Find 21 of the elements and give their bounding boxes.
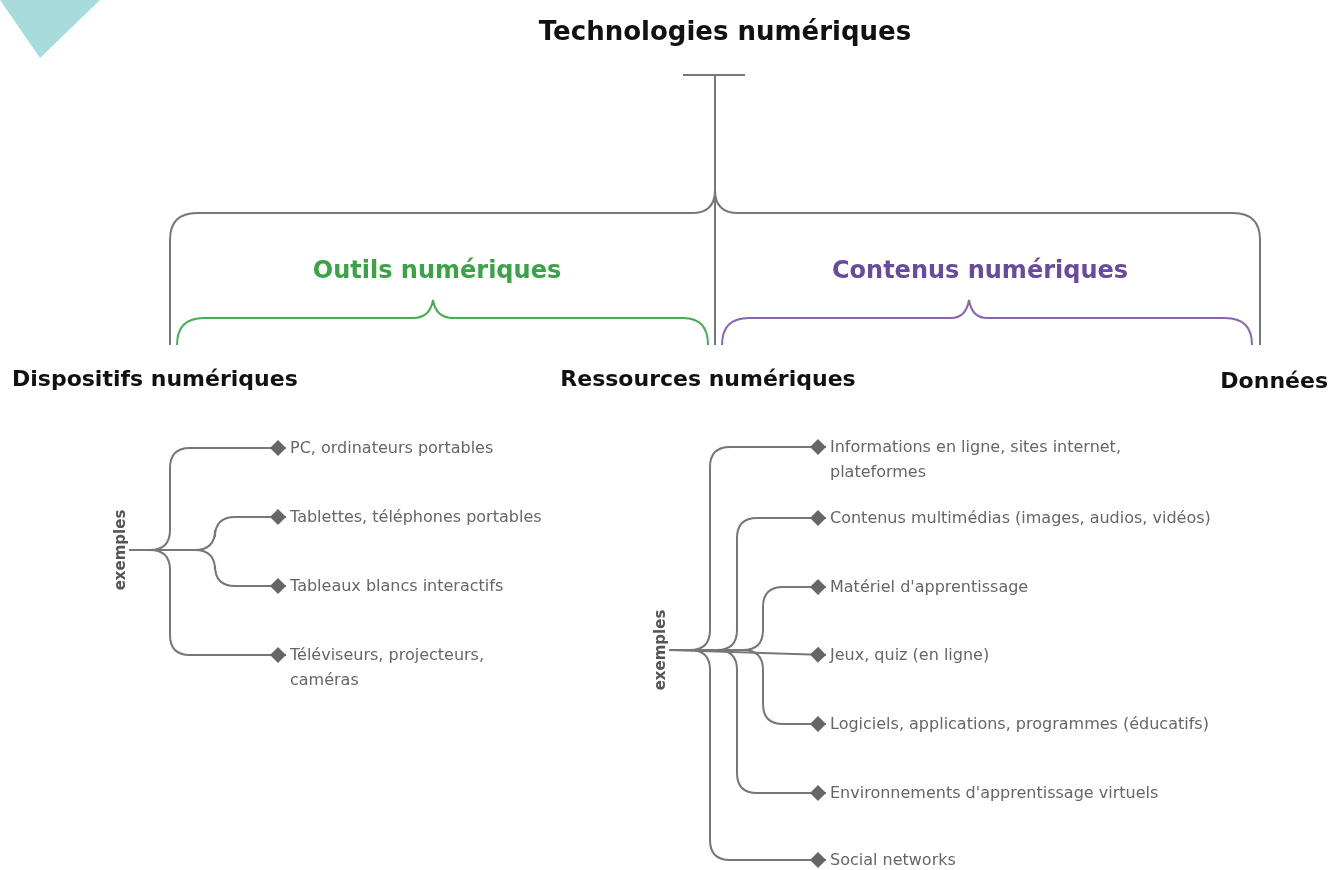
list-item: Informations en ligne, sites internet, plateformes <box>830 435 1220 485</box>
list-item: Tablettes, téléphones portables <box>290 505 630 530</box>
group-heading: Contenus numériques <box>831 256 1129 284</box>
category-heading: Dispositifs numériques <box>12 366 298 391</box>
list-item: Matériel d'apprentissage <box>830 575 1320 600</box>
list-item: Tableaux blancs interactifs <box>290 574 630 599</box>
list-item: Contenus multimédias (images, audios, vidéos) <box>830 506 1320 531</box>
list-item: Social networks <box>830 848 1320 870</box>
branch-label: exemples <box>111 509 129 591</box>
branch-connector <box>128 549 287 663</box>
category-heading: Données <box>1220 368 1328 393</box>
branch-connector <box>668 649 827 868</box>
list-item: PC, ordinateurs portables <box>290 436 630 461</box>
category-heading: Ressources numériques <box>560 366 856 391</box>
list-item: Environnements d'apprentissage virtuels <box>830 781 1320 806</box>
branch-label: exemples <box>651 609 669 691</box>
list-item: Logiciels, applications, programmes (éducatifs) <box>830 712 1320 737</box>
group-heading: Outils numériques <box>312 256 562 284</box>
title: Technologies numériques <box>538 16 912 46</box>
list-item: Jeux, quiz (en ligne) <box>830 643 1320 668</box>
list-item: Téléviseurs, projecteurs, caméras <box>290 643 540 693</box>
